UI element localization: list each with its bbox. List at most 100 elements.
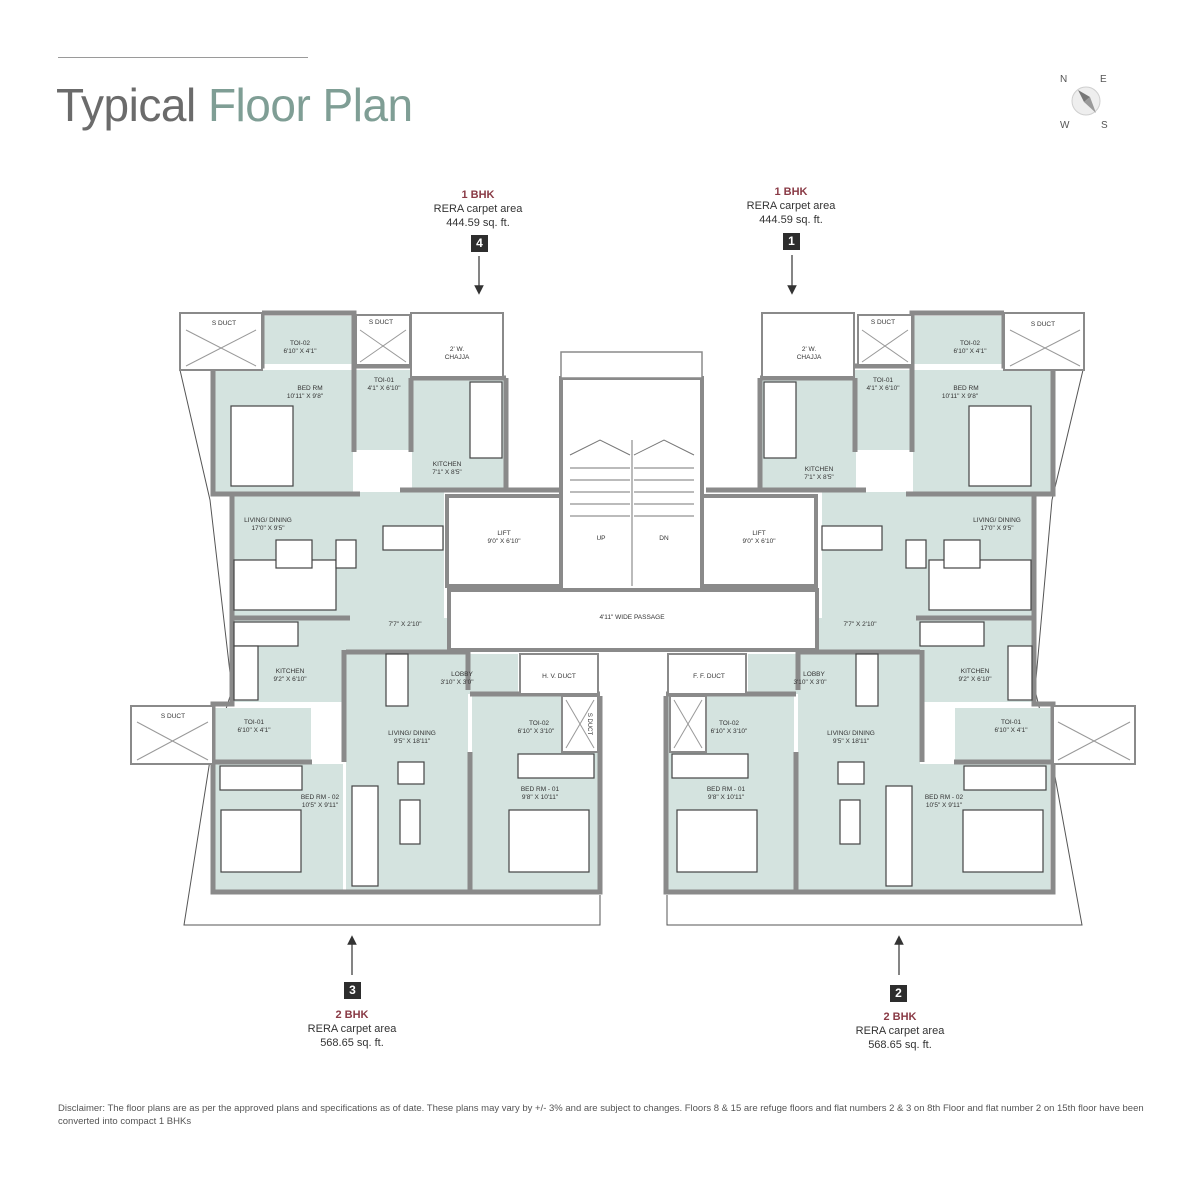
unit-1-label: 1 BHK RERA carpet area 444.59 sq. ft.	[731, 185, 851, 227]
stair-up-label: UP	[596, 535, 605, 542]
corridor-label: 7'7" X 2'10"	[388, 621, 422, 628]
toi01-size: 4'1" X 6'10"	[866, 385, 900, 392]
toi02-label: TOI-02	[290, 340, 310, 347]
unit-area-label: RERA carpet area	[307, 1023, 397, 1035]
unit-4-badge: 4	[471, 235, 488, 252]
living-size: 9'5" X 18'11"	[833, 738, 870, 745]
kitchen-size: 9'2" X 6'10"	[273, 676, 307, 683]
s-duct-label: S DUCT	[586, 713, 592, 736]
unit-type: 1 BHK	[461, 189, 495, 201]
unit-type: 2 BHK	[883, 1011, 917, 1023]
passage-label: 4'11" WIDE PASSAGE	[599, 614, 665, 621]
stair-treads	[569, 439, 695, 586]
toi02-size: 6'10" X 3'10"	[518, 728, 555, 735]
unit-area: 568.65 sq. ft.	[868, 1039, 932, 1051]
lobby-label: LOBBY	[451, 671, 473, 678]
toi01-label: TOI-01	[374, 377, 394, 384]
chajja-label: 2' W.	[802, 346, 816, 353]
toi02-size: 6'10" X 3'10"	[711, 728, 748, 735]
lobby-size: 3'10" X 3'0"	[793, 679, 827, 686]
lift-label: LIFT	[752, 530, 765, 537]
unit-2-badge: 2	[890, 985, 907, 1002]
lift-size: 9'0" X 6'10"	[742, 538, 776, 545]
furniture	[219, 381, 1047, 887]
toi02-size: 6'10" X 4'1"	[283, 348, 317, 355]
bed1-size: 9'8" X 10'11"	[708, 794, 745, 801]
unit-1-badge: 1	[783, 233, 800, 250]
kitchen-label: KITCHEN	[805, 466, 834, 473]
title-light: Typical	[56, 79, 196, 131]
lift-label: LIFT	[497, 530, 510, 537]
ducts	[130, 312, 1136, 765]
bed2-size: 10'5" X 9'11"	[926, 802, 963, 809]
bed2-label: BED RM - 02	[301, 794, 340, 801]
disclaimer: Disclaimer: The floor plans are as per t…	[58, 1103, 1144, 1127]
compass-s: S	[1101, 120, 1108, 131]
toi01-size: 6'10" X 4'1"	[994, 727, 1028, 734]
unit-type: 1 BHK	[774, 186, 808, 198]
stair-head	[560, 351, 703, 379]
living-size: 17'0" X 9'5"	[251, 525, 285, 532]
room-labels: S DUCT S DUCT S DUCT S DUCT S DUCT TOI-0…	[161, 319, 1055, 809]
toi02-label: TOI-02	[529, 720, 549, 727]
toi01-size: 4'1" X 6'10"	[367, 385, 401, 392]
unit-4-label: 1 BHK RERA carpet area 444.59 sq. ft.	[418, 188, 538, 230]
hv-duct-label: H. V. DUCT	[542, 673, 576, 680]
chajja-label: CHAJJA	[797, 354, 822, 361]
toi01-label: TOI-01	[1001, 719, 1021, 726]
kitchen-label: KITCHEN	[276, 668, 305, 675]
compass-icon: N E W S	[1056, 70, 1116, 132]
toi02-label: TOI-02	[719, 720, 739, 727]
bed-label: BED RM	[953, 385, 978, 392]
compass-e: E	[1100, 74, 1107, 85]
s-duct-label: S DUCT	[161, 713, 185, 720]
unit-area-label: RERA carpet area	[746, 200, 836, 212]
bed-size: 10'11" X 9'8"	[287, 393, 324, 400]
compass-needle-icon	[1071, 86, 1101, 116]
bed2-label: BED RM - 02	[925, 794, 964, 801]
kitchen-size: 9'2" X 6'10"	[958, 676, 992, 683]
living-label: LIVING/ DINING	[388, 730, 436, 737]
unit-3-label: 2 BHK RERA carpet area 568.65 sq. ft.	[292, 1008, 412, 1050]
s-duct-label: S DUCT	[1031, 321, 1055, 328]
bed1-label: BED RM - 01	[521, 786, 560, 793]
chajja-label: 2' W.	[450, 346, 464, 353]
toi01-label: TOI-01	[244, 719, 264, 726]
compass-n: N	[1060, 74, 1068, 85]
kitchen-label: KITCHEN	[433, 461, 462, 468]
duct-crosses	[136, 329, 1131, 761]
header-rule	[58, 57, 308, 58]
unit-area: 568.65 sq. ft.	[320, 1037, 384, 1049]
lift-size: 9'0" X 6'10"	[487, 538, 521, 545]
stair-dn-label: DN	[659, 535, 669, 542]
unit-area-label: RERA carpet area	[433, 203, 523, 215]
kitchen-size: 7'1" X 8'5"	[432, 469, 462, 476]
compass-w: W	[1060, 120, 1070, 131]
unit-area: 444.59 sq. ft.	[759, 214, 823, 226]
living-label: LIVING/ DINING	[827, 730, 875, 737]
living-label: LIVING/ DINING	[244, 517, 292, 524]
bed-size: 10'11" X 9'8"	[942, 393, 979, 400]
living-size: 17'0" X 9'5"	[980, 525, 1014, 532]
s-duct-label: S DUCT	[212, 320, 236, 327]
toi02-label: TOI-02	[960, 340, 980, 347]
chajja-label: CHAJJA	[445, 354, 470, 361]
ff-duct-label: F. F. DUCT	[693, 673, 725, 680]
living-label: LIVING/ DINING	[973, 517, 1021, 524]
lobby-size: 3'10" X 3'0"	[440, 679, 474, 686]
toi01-size: 6'10" X 4'1"	[237, 727, 271, 734]
unit-area: 444.59 sq. ft.	[446, 217, 510, 229]
s-duct-label: S DUCT	[871, 319, 895, 326]
unit-type: 2 BHK	[335, 1009, 369, 1021]
bed-label: BED RM	[297, 385, 322, 392]
page-title: Typical Floor Plan	[56, 78, 413, 132]
bed2-size: 10'5" X 9'11"	[302, 802, 339, 809]
bed1-size: 9'8" X 10'11"	[522, 794, 559, 801]
lobby-label: LOBBY	[803, 671, 825, 678]
unit-2-label: 2 BHK RERA carpet area 568.65 sq. ft.	[840, 1010, 960, 1052]
toi02-size: 6'10" X 4'1"	[953, 348, 987, 355]
unit-area-label: RERA carpet area	[855, 1025, 945, 1037]
toi01-label: TOI-01	[873, 377, 893, 384]
living-size: 9'5" X 18'11"	[394, 738, 431, 745]
